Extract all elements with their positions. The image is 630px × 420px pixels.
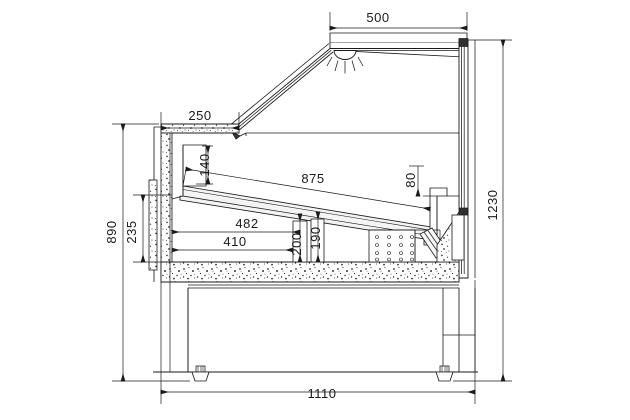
dimension-1230 <box>453 39 512 382</box>
dimension-label-250: 250 <box>188 108 211 123</box>
dimension-label-482: 482 <box>235 216 258 231</box>
dimension-500 <box>329 12 468 31</box>
dimension-label-190: 190 <box>308 226 323 249</box>
dimension-label-1230: 1230 <box>485 190 500 221</box>
rear-utility-box <box>451 214 465 261</box>
dimension-80 <box>409 165 437 197</box>
dimension-890 <box>112 123 190 382</box>
dimension-label-200: 200 <box>289 232 304 255</box>
frame-verticals <box>169 133 189 372</box>
dimension-label-1110: 1110 <box>308 386 337 401</box>
adjustable-foot-left <box>191 365 210 382</box>
insulated-base-slab <box>160 261 460 283</box>
insulated-left-wall <box>160 132 173 281</box>
dimension-label-890: 890 <box>104 220 119 243</box>
dimension-label-140: 140 <box>197 153 212 176</box>
dimension-235 <box>133 194 172 263</box>
adjustable-foot-right <box>435 365 454 382</box>
dimension-label-80: 80 <box>403 172 418 187</box>
dimension-875 <box>182 166 431 212</box>
dimension-label-875: 875 <box>301 171 324 186</box>
under-counter-cabinet <box>153 284 478 373</box>
light-fixture <box>326 50 364 74</box>
dimension-label-235: 235 <box>124 220 139 243</box>
side-service-panel <box>148 179 158 271</box>
top-canopy <box>329 32 468 126</box>
dimension-1110 <box>160 280 476 404</box>
dimension-250 <box>160 112 240 131</box>
rear-top-ledge <box>160 123 240 134</box>
dimension-labels: 500 250 140 875 80 1230 890 235 482 410 … <box>104 10 500 401</box>
front-glass <box>225 43 334 140</box>
dimension-label-410: 410 <box>223 234 246 249</box>
dimension-label-500: 500 <box>366 10 389 25</box>
